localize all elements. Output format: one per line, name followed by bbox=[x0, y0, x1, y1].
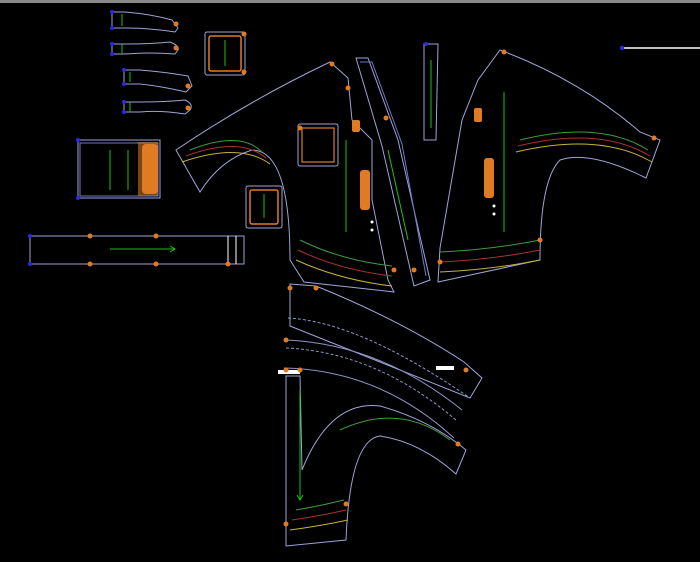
cuff-strip-2[interactable] bbox=[111, 41, 179, 55]
pocket-lower[interactable] bbox=[245, 185, 283, 229]
cuff-strip-4[interactable] bbox=[123, 99, 192, 115]
cuff-strip-1[interactable] bbox=[111, 11, 179, 33]
front-facing[interactable] bbox=[355, 57, 431, 287]
anchor-points bbox=[28, 10, 428, 266]
top-window-bar bbox=[0, 0, 700, 3]
grainline-arrows bbox=[110, 245, 304, 501]
notch-markers bbox=[87, 21, 657, 527]
cad-drawing-canvas[interactable] bbox=[0, 3, 700, 562]
narrow-strip[interactable] bbox=[423, 43, 439, 141]
jacket-front-left[interactable] bbox=[175, 61, 395, 293]
sleeve-stack[interactable] bbox=[283, 283, 483, 439]
cuff-strip-3[interactable] bbox=[123, 69, 193, 93]
white-label-markers bbox=[278, 204, 496, 374]
jacket-front-right[interactable] bbox=[437, 49, 661, 283]
pattern-drawing[interactable] bbox=[0, 3, 700, 562]
measure-ruler[interactable] bbox=[619, 45, 700, 51]
waistband[interactable] bbox=[29, 235, 245, 265]
pocket-upper[interactable] bbox=[204, 31, 246, 76]
sleeve-lower[interactable] bbox=[285, 375, 467, 547]
